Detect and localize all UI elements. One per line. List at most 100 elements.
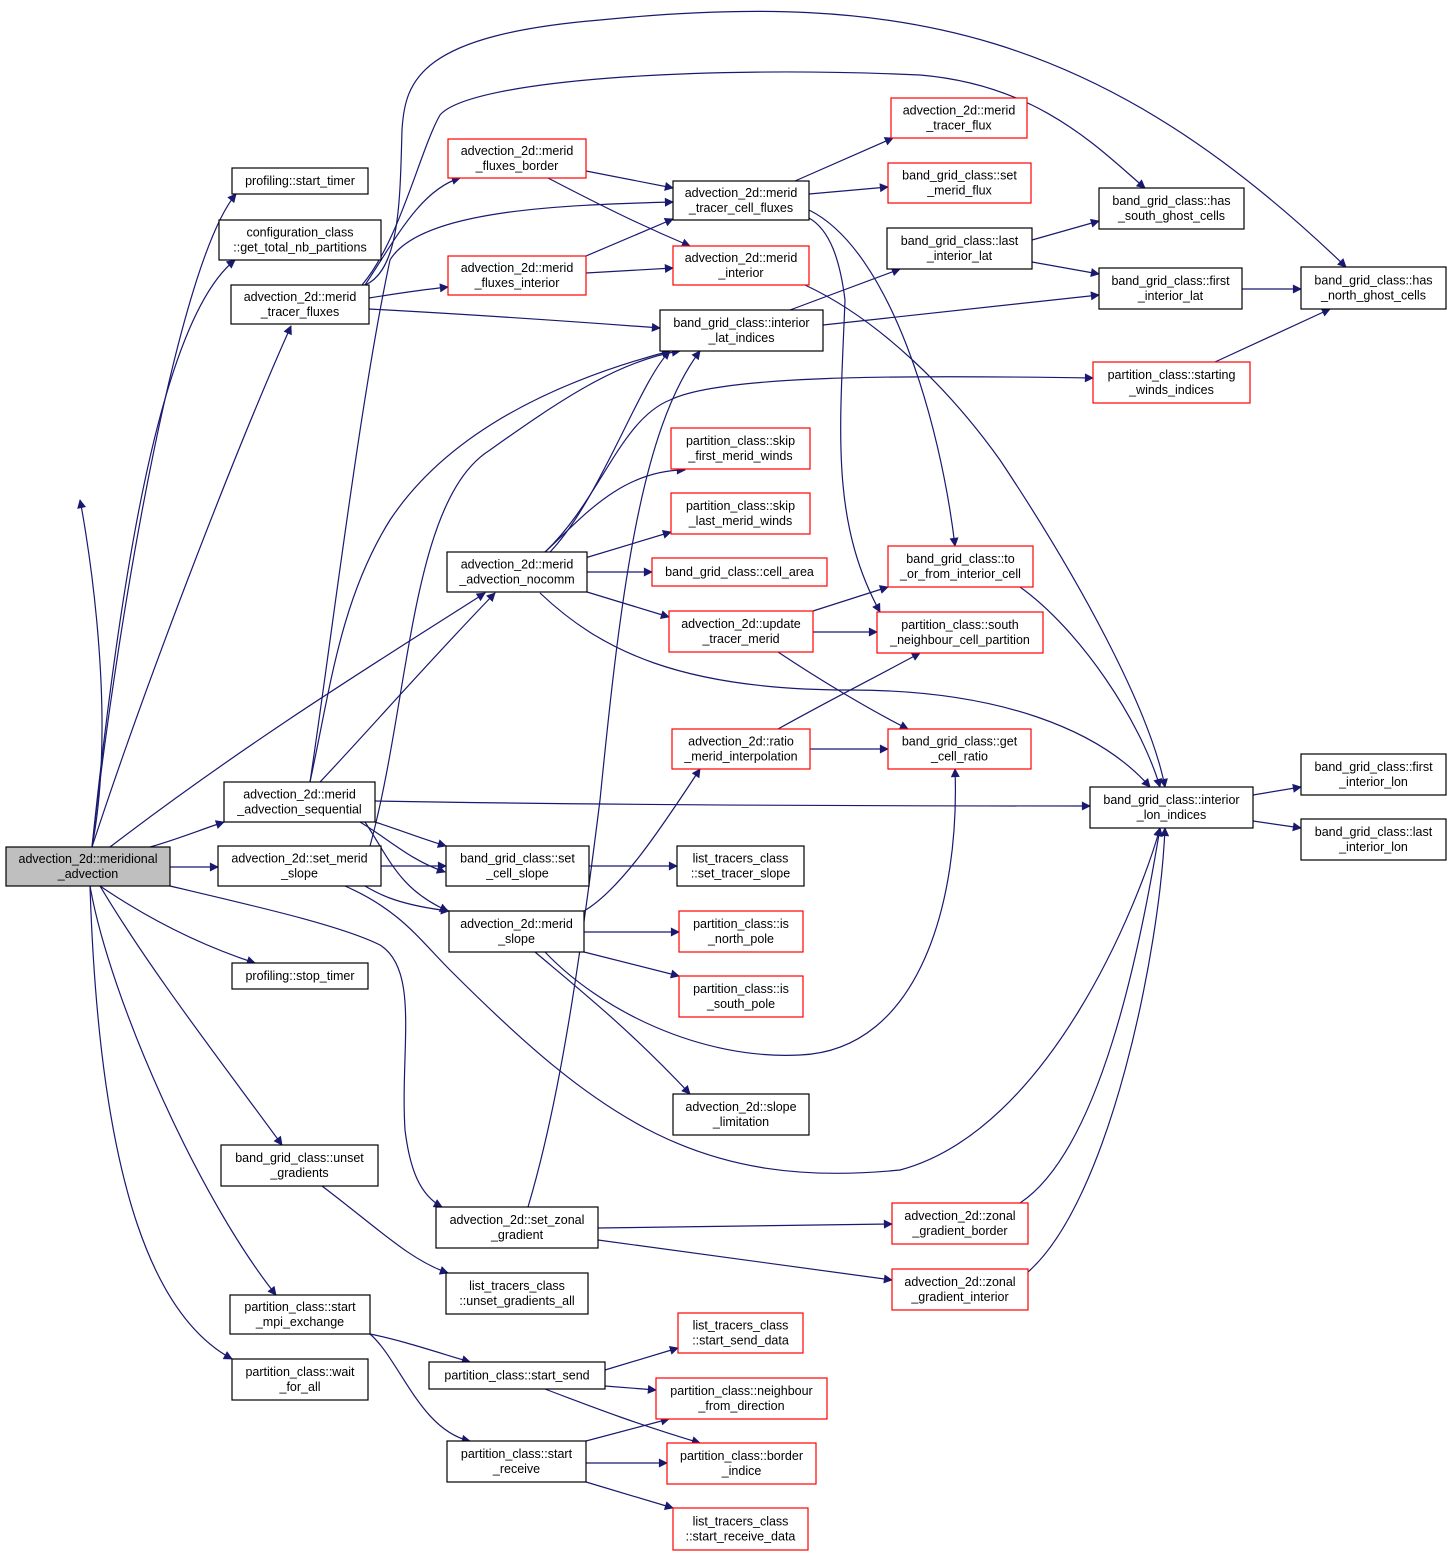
node-stop-timer[interactable]: profiling::stop_timer	[231, 962, 369, 990]
node-to-or-from[interactable]: band_grid_class::to_or_from_interior_cel…	[887, 545, 1034, 588]
call-edge	[369, 1333, 471, 1364]
node-get-cell-ratio[interactable]: band_grid_class::get_cell_ratio	[887, 728, 1032, 770]
node-zonal-border[interactable]: advection_2d::zonal_gradient_border	[891, 1202, 1029, 1245]
node-set-zonal-gradient[interactable]: advection_2d::set_zonal_gradient	[435, 1206, 599, 1249]
node-wait-for-all[interactable]: partition_class::wait_for_all	[231, 1358, 369, 1401]
node-label: _neighbour_cell_partition	[889, 633, 1030, 647]
node-merid-tracer-cell-fluxes[interactable]: advection_2d::merid_tracer_cell_fluxes	[672, 180, 810, 221]
node-cell-area[interactable]: band_grid_class::cell_area	[651, 557, 828, 587]
node-start-timer[interactable]: profiling::start_timer	[231, 167, 369, 195]
node-south-neighbour[interactable]: partition_class::south_neighbour_cell_pa…	[876, 611, 1044, 654]
node-label: band_grid_class::set	[902, 169, 1017, 183]
node-root[interactable]: advection_2d::meridional_advection	[5, 846, 171, 887]
node-starting-winds[interactable]: partition_class::starting_winds_indices	[1092, 361, 1251, 404]
call-edge	[804, 284, 1168, 788]
node-box	[876, 611, 1044, 654]
node-box	[231, 962, 369, 990]
node-zonal-interior[interactable]: advection_2d::zonal_gradient_interior	[891, 1268, 1029, 1311]
node-nocomm[interactable]: advection_2d::merid_advection_nocomm	[446, 551, 588, 593]
node-is-south-pole[interactable]: partition_class::is_south_pole	[678, 975, 804, 1018]
node-merid-fluxes-border[interactable]: advection_2d::merid_fluxes_border	[447, 138, 587, 179]
node-unset-gradients[interactable]: band_grid_class::unset_gradients	[220, 1144, 379, 1187]
call-edge	[586, 591, 670, 619]
node-label: _slope	[280, 867, 318, 881]
node-set-merid-slope[interactable]: advection_2d::set_merid_slope	[217, 845, 382, 887]
node-interior-lat-indices[interactable]: band_grid_class::interior_lat_indices	[659, 309, 824, 352]
node-is-north-pole[interactable]: partition_class::is_north_pole	[678, 910, 804, 953]
node-box	[1092, 361, 1251, 404]
node-start-send-data[interactable]: list_tracers_class::start_send_data	[677, 1312, 804, 1354]
node-box	[229, 1294, 371, 1335]
node-label: _receive	[492, 1462, 540, 1476]
node-skip-last[interactable]: partition_class::skip_last_merid_winds	[670, 492, 811, 535]
node-box	[1089, 786, 1254, 829]
call-edge	[527, 350, 701, 1208]
node-label: partition_class::start	[244, 1300, 356, 1314]
node-first-interior-lon[interactable]: band_grid_class::first_interior_lon	[1300, 753, 1447, 796]
node-start-receive-data[interactable]: list_tracers_class::start_receive_data	[672, 1507, 809, 1551]
node-label: _gradient_border	[911, 1224, 1007, 1238]
node-get-total-nb[interactable]: configuration_class::get_total_nb_partit…	[218, 219, 382, 261]
node-slope-limitation[interactable]: advection_2d::slope_limitation	[672, 1093, 810, 1136]
node-box	[230, 284, 370, 325]
call-edge	[1252, 820, 1302, 832]
node-start-mpi-exchange[interactable]: partition_class::start_mpi_exchange	[229, 1294, 371, 1335]
node-label: ::unset_gradients_all	[459, 1294, 574, 1308]
node-update-tracer[interactable]: advection_2d::update_tracer_merid	[668, 610, 814, 653]
call-edge	[374, 821, 447, 848]
node-box	[672, 1093, 810, 1136]
node-sequential[interactable]: advection_2d::merid_advection_sequential	[223, 781, 376, 823]
node-merid-tracer-flux[interactable]: advection_2d::merid_tracer_flux	[890, 97, 1028, 139]
node-set-tracer-slope[interactable]: list_tracers_class::set_tracer_slope	[676, 845, 805, 887]
node-box	[671, 728, 811, 770]
node-set-merid-flux[interactable]: band_grid_class::set_merid_flux	[887, 162, 1032, 204]
call-edge	[1027, 827, 1170, 1273]
node-box	[428, 1361, 606, 1390]
call-edge	[1214, 308, 1331, 363]
node-label: list_tracers_class	[469, 1279, 565, 1293]
node-label: _gradients	[269, 1166, 328, 1180]
node-label: _interior	[717, 266, 763, 280]
node-label: _north_pole	[707, 932, 774, 946]
call-edge	[368, 308, 661, 332]
call-edge	[584, 530, 672, 559]
node-label: _interior_lat	[1137, 289, 1204, 303]
node-start-receive[interactable]: partition_class::start_receive	[446, 1440, 587, 1483]
node-last-interior-lon[interactable]: band_grid_class::last_interior_lon	[1300, 818, 1447, 861]
node-merid-slope[interactable]: advection_2d::merid_slope	[448, 910, 585, 953]
node-set-cell-slope[interactable]: band_grid_class::set_cell_slope	[445, 845, 590, 887]
node-interior-lon-indices[interactable]: band_grid_class::interior_lon_indices	[1089, 786, 1254, 829]
node-start-send[interactable]: partition_class::start_send	[428, 1361, 606, 1390]
node-merid-interior[interactable]: advection_2d::merid_interior	[672, 245, 810, 286]
node-merid-tracer-fluxes[interactable]: advection_2d::merid_tracer_fluxes	[230, 284, 370, 325]
node-label: ::get_total_nb_partitions	[233, 241, 366, 255]
node-ratio-merid[interactable]: advection_2d::ratio_merid_interpolation	[671, 728, 811, 770]
node-neighbour-from[interactable]: partition_class::neighbour_from_directio…	[655, 1377, 828, 1420]
node-label: advection_2d::meridional	[19, 852, 158, 866]
node-box	[651, 557, 828, 587]
node-first-interior-lat[interactable]: band_grid_class::first_interior_lat	[1098, 267, 1243, 310]
node-box	[217, 845, 382, 887]
node-unset-gradients-all[interactable]: list_tracers_class::unset_gradients_all	[445, 1272, 589, 1315]
node-skip-first[interactable]: partition_class::skip_first_merid_winds	[670, 427, 811, 470]
node-label: band_grid_class::has	[1112, 194, 1230, 208]
node-label: advection_2d::set_merid	[231, 852, 367, 866]
call-edge	[585, 170, 674, 191]
call-edge	[369, 1333, 471, 1444]
call-edge	[89, 885, 277, 1296]
node-label: partition_class::south	[901, 618, 1018, 632]
node-last-interior-lat[interactable]: band_grid_class::last_interior_lat	[886, 227, 1033, 270]
node-label: partition_class::start_send	[444, 1369, 589, 1383]
node-merid-fluxes-interior[interactable]: advection_2d::merid_fluxes_interior	[447, 255, 587, 296]
call-edge	[812, 585, 889, 612]
node-label: ::set_tracer_slope	[691, 867, 790, 881]
node-box	[887, 162, 1032, 204]
node-border-indice[interactable]: partition_class::border_indice	[666, 1442, 817, 1485]
node-label: _fluxes_interior	[474, 276, 560, 290]
node-label: band_grid_class::has	[1314, 274, 1432, 288]
call-edge	[544, 1388, 701, 1445]
node-has-south-ghost[interactable]: band_grid_class::has_south_ghost_cells	[1098, 187, 1245, 230]
node-has-north-ghost[interactable]: band_grid_class::has_north_ghost_cells	[1300, 266, 1447, 310]
node-label: _lon_indices	[1136, 808, 1207, 822]
call-edge	[91, 193, 237, 848]
